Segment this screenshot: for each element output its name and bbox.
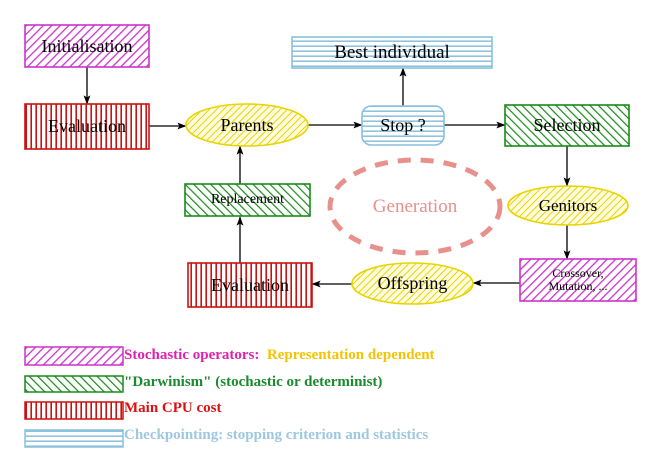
legend-item-1: "Darwinism" (stochastic or determinist) [124,374,382,391]
node-shape-offspring [351,262,474,305]
legend-text-part: Stochastic operators: [124,347,260,363]
edges-layer [83,67,571,288]
legend-item-3: Checkpointing: stopping criterion and st… [124,427,428,444]
legend-text-part: Main CPU cost [124,400,222,416]
node-shape-replacement [184,183,311,217]
legend-swatch-red [24,401,124,420]
legend-text-part: "Darwinism" (stochastic or determinist) [124,374,383,390]
node-shape-best_individual [291,36,493,69]
node-shape-selection [504,104,630,147]
node-shape-stop [361,105,445,146]
legend-layer [24,346,124,448]
legend-text-part: Checkpointing: stopping criterion and st… [124,427,429,443]
legend-text-part: Representation dependent [259,347,435,363]
legend-swatch-blue [24,429,124,448]
node-shape-evaluation_bot [187,262,313,308]
node-shape-crossover [519,258,637,302]
legend-item-2: Main CPU cost [124,400,222,417]
legend-item-0: Stochastic operators: Representation dep… [124,347,435,364]
node-shape-parents [185,103,309,147]
node-shape-evaluation_top [24,103,150,150]
node-shape-generation [327,157,503,256]
node-shape-initialisation [24,24,150,68]
legend-swatch-green [24,375,124,393]
node-shape-genitors [507,185,629,226]
legend-swatch-magenta [24,346,124,366]
nodes-layer [24,24,637,308]
